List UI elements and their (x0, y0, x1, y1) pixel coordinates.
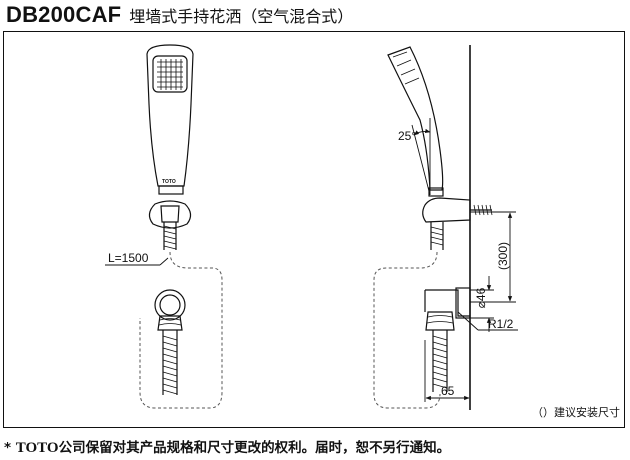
product-name: 埋墙式手持花洒（空气混合式） (129, 7, 354, 26)
dim-65 (424, 340, 470, 402)
front-view (146, 44, 194, 395)
side-view (387, 45, 493, 410)
footer-notice: * TOTO公司保留对其产品规格和尺寸更改的权利。届时，恕不另行通知。 (4, 436, 450, 457)
angle-dimension (411, 118, 431, 196)
legend-note: （）建议安装尺寸 (532, 406, 620, 419)
model-number: DB200CAF (6, 2, 122, 27)
dim-300-label: (300) (496, 242, 510, 271)
footer-brand: TOTO (15, 440, 59, 456)
dim-65-label: 65 (441, 384, 455, 398)
handset-front (146, 44, 194, 187)
spray-nozzles (157, 59, 183, 90)
drawing-frame (3, 31, 625, 428)
dim-300 (470, 211, 516, 303)
angle-label: 25° (398, 129, 417, 143)
hose-length-label: L=1500 (108, 251, 149, 265)
handset-side (387, 46, 444, 191)
footer-text: 公司保留对其产品规格和尺寸更改的权利。届时，恕不另行通知。 (58, 440, 451, 456)
thread-label: R1/2 (488, 317, 514, 331)
wall-holder-front (148, 200, 192, 229)
wall-holder-side (422, 197, 471, 223)
spray-face (152, 55, 188, 93)
hose-loop-side (373, 251, 441, 409)
thread-leader (457, 311, 518, 331)
diameter-symbol: ⌀ (474, 301, 488, 309)
dim-46-value: 46 (474, 287, 488, 302)
wall-outlet-side (424, 289, 470, 317)
dim-46-label: ⌀46 (474, 283, 488, 313)
title-row: DB200CAF 埋墙式手持花洒（空气混合式） (6, 2, 353, 28)
handset-brand-mark: TOTO (162, 179, 176, 185)
elbow-outlet-front (154, 289, 186, 321)
footer-star: * (4, 440, 12, 456)
